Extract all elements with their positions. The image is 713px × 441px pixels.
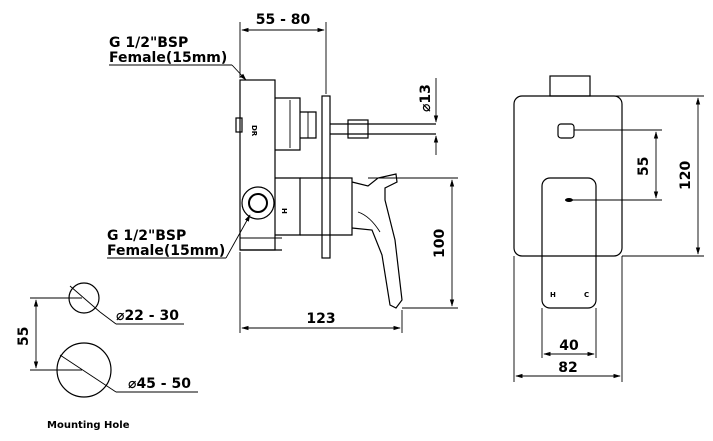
valve-body <box>239 79 276 251</box>
thread-label-bottom-2: Female(15mm) <box>107 243 225 259</box>
inlet-fitting <box>241 186 275 220</box>
mounting-hole-view: 55 ⌀22 - 30 ⌀45 - 50 Mounting Hole <box>16 282 198 431</box>
dim-hole-spacing: 55 <box>16 327 32 346</box>
outlet-pipe <box>347 119 369 139</box>
dim-handle-width: 40 <box>559 338 579 354</box>
thread-label-bottom-1: G 1/2"BSP <box>107 228 186 244</box>
dim-plate-height: 120 <box>678 161 694 190</box>
dim-plate-center: 55 <box>636 157 652 176</box>
body-mark: DR <box>250 125 258 137</box>
diverter-top <box>549 75 591 97</box>
dim-side-height: 100 <box>432 229 448 258</box>
dim-large-hole: ⌀45 - 50 <box>128 376 191 392</box>
diverter-button <box>557 123 575 139</box>
back-plate <box>321 95 331 259</box>
handle-base <box>300 177 353 236</box>
dim-small-hole: ⌀22 - 30 <box>116 308 179 324</box>
dim-body-depth: 55 - 80 <box>256 12 311 28</box>
dim-plate-width: 82 <box>558 360 577 376</box>
lever-handle <box>351 173 403 309</box>
dim-outlet-diameter: ⌀13 <box>418 84 434 112</box>
front-handle <box>541 177 597 309</box>
front-view: H C 55 120 40 82 <box>513 75 704 382</box>
side-view: DR H 55 - 80 ⌀13 100 <box>107 12 458 333</box>
dim-overall-depth: 123 <box>306 311 335 327</box>
thread-label-top-1: G 1/2"BSP <box>109 35 188 51</box>
cover-plate <box>513 95 623 257</box>
mounting-hole-caption: Mounting Hole <box>47 420 130 431</box>
body-mark-h: H <box>280 208 288 214</box>
thread-label-top-2: Female(15mm) <box>109 50 227 66</box>
cold-mark: C <box>584 291 589 299</box>
hot-mark: H <box>550 291 556 299</box>
